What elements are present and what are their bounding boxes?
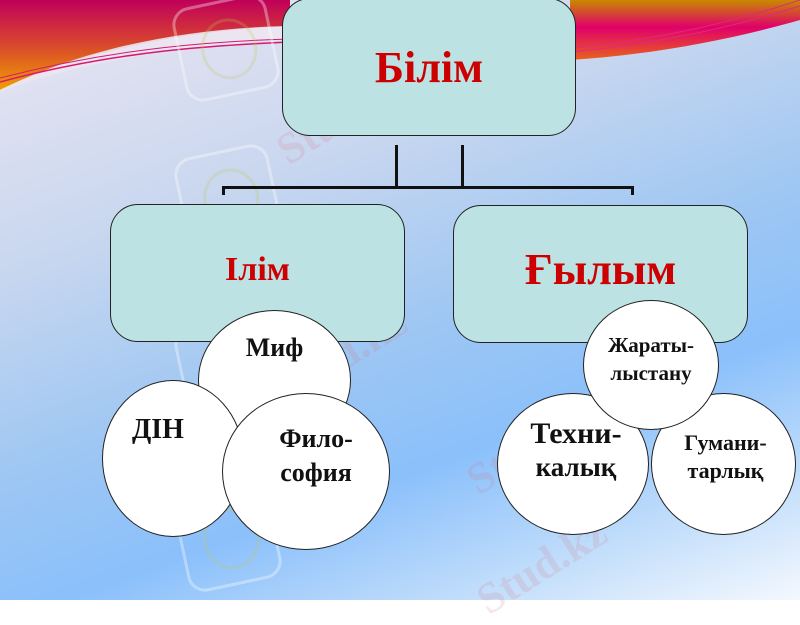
circle-label-line1: Жараты- — [607, 333, 695, 357]
connector-line — [631, 186, 634, 195]
circle-label-line2: калық — [535, 452, 617, 482]
connector-line — [395, 145, 398, 188]
decorative-swoosh — [0, 0, 800, 92]
circle-label-line1: Гумани- — [684, 430, 767, 455]
circle-filosofia: Фило- софия — [222, 393, 390, 550]
root-node-bilim: Білім — [282, 0, 576, 136]
branch-node-label: Ғылым — [524, 244, 677, 294]
circle-label: ДІН — [132, 414, 184, 445]
circle-label-line1: Фило- — [279, 424, 353, 453]
circle-label-line1: Техни- — [530, 417, 622, 450]
circle-din: ДІН — [102, 380, 244, 537]
connector-line — [461, 145, 464, 188]
branch-node-label: Ілім — [225, 251, 290, 288]
connector-line — [222, 186, 634, 189]
circle-label-line2: тарлық — [687, 458, 764, 483]
connector-line — [222, 186, 225, 195]
circle-zharatylystanu: Жараты- лыстану — [583, 300, 719, 430]
root-node-label: Білім — [374, 42, 484, 92]
circle-label: Миф — [245, 333, 304, 362]
circle-label-line2: софия — [280, 458, 352, 487]
circle-label-line2: лыстану — [610, 361, 692, 385]
